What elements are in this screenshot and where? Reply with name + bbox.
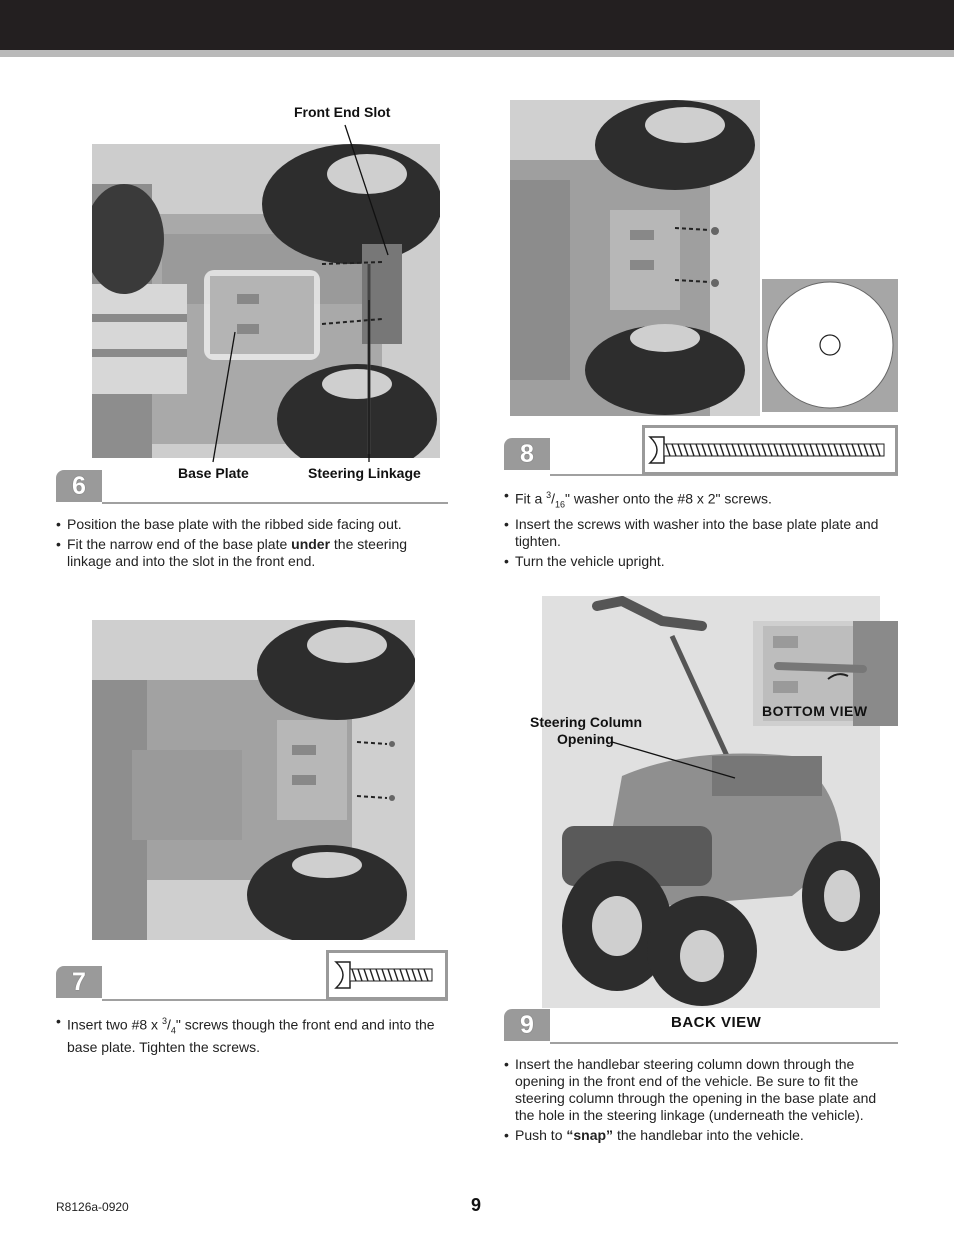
- screw-part-box: [642, 425, 898, 475]
- screw-part-box: [326, 950, 448, 1000]
- list-item: Fit a 3/16" washer onto the #8 x 2" scre…: [504, 487, 904, 513]
- step7-instructions: Insert two #8 x 3/4" screws though the f…: [56, 1013, 446, 1059]
- page-number: 9: [471, 1195, 482, 1215]
- bottom-view-inset: [753, 621, 898, 726]
- step-number-badge: 7: [56, 966, 102, 998]
- header-bar: [0, 0, 954, 50]
- list-item: Insert two #8 x 3/4" screws though the f…: [56, 1013, 446, 1056]
- step6-instructions: Position the base plate with the ribbed …: [56, 516, 441, 573]
- step8-instructions: Fit a 3/16" washer onto the #8 x 2" scre…: [504, 487, 904, 573]
- list-item: Position the base plate with the ribbed …: [56, 516, 441, 533]
- step8-illustration: [510, 100, 760, 416]
- step6-rule: [102, 502, 448, 504]
- header-rule: [0, 50, 954, 57]
- step9-rule: [550, 1042, 898, 1044]
- list-item: Insert the screws with washer into the b…: [504, 516, 904, 550]
- callout-bottom-view: BOTTOM VIEW: [762, 703, 868, 719]
- callout-front-end-slot: Front End Slot: [294, 104, 391, 120]
- callout-back-view: BACK VIEW: [671, 1014, 762, 1031]
- list-item: Turn the vehicle upright.: [504, 553, 904, 570]
- callout-steering-column-line2: Opening: [557, 731, 614, 747]
- step-number-badge: 9: [504, 1009, 550, 1041]
- step9-instructions: Insert the handlebar steering column dow…: [504, 1056, 898, 1147]
- list-item: Fit the narrow end of the base plate und…: [56, 536, 441, 570]
- screw-icon: [329, 953, 445, 997]
- step-number-badge: 6: [56, 470, 102, 502]
- step7-rule: [102, 999, 448, 1001]
- step8-rule: [550, 474, 898, 476]
- callout-base-plate: Base Plate: [178, 465, 249, 481]
- step-number-badge: 8: [504, 438, 550, 470]
- list-item: Push to “snap” the handlebar into the ve…: [504, 1127, 898, 1144]
- list-item: Insert the handlebar steering column dow…: [504, 1056, 898, 1124]
- screw-icon: [645, 428, 895, 472]
- document-code: R8126a-0920: [56, 1200, 129, 1214]
- callout-steering-linkage: Steering Linkage: [308, 465, 421, 481]
- callout-steering-column-line1: Steering Column: [530, 714, 643, 730]
- step7-illustration: [92, 620, 415, 940]
- washer-illustration: [762, 279, 898, 412]
- step9-illustration: [542, 596, 880, 1008]
- step6-illustration: [92, 144, 440, 458]
